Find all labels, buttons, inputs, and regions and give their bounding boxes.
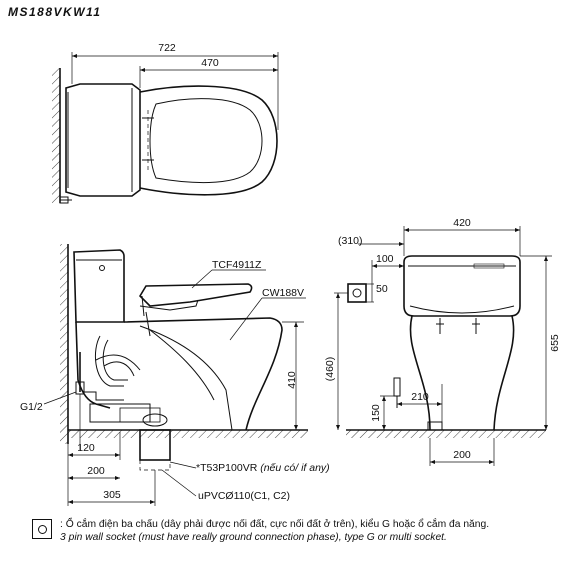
top-view: 722 470 xyxy=(52,42,279,204)
front-view: 420 (310) 100 50 655 (460) 150 xyxy=(324,217,561,466)
legend-en: 3 pin wall socket (must have really grou… xyxy=(60,532,447,543)
front-bowl-left xyxy=(409,315,431,431)
side-floor-hatch xyxy=(68,430,308,438)
dim-socket-height: (460) xyxy=(324,357,336,382)
side-view: 410 TCF4911Z CW188V G1/2 120 200 305 *T5… xyxy=(20,244,330,506)
front-socket-icon xyxy=(347,283,367,303)
side-bowl-outline xyxy=(123,317,283,431)
model-title: MS188VKW11 xyxy=(8,5,101,19)
legend: : Ổ cắm điện ba chấu (dây phải được nối … xyxy=(32,518,577,544)
label-seat-model: TCF4911Z xyxy=(212,259,262,271)
dim-base-width: 200 xyxy=(453,449,471,461)
front-bowl-right xyxy=(493,315,515,431)
dim-trap-offset: 200 xyxy=(87,465,105,477)
top-tank-outline xyxy=(65,83,141,197)
dim-supply-offset-front: 210 xyxy=(411,391,429,403)
wall-socket-icon xyxy=(32,519,52,539)
side-drain-pipe xyxy=(139,429,171,461)
front-lid xyxy=(403,255,521,317)
top-seat-outline xyxy=(139,85,278,196)
dim-front-total-height: 655 xyxy=(549,334,561,352)
front-floor-hatch xyxy=(346,430,546,438)
legend-text: : Ổ cắm điện ba chấu (dây phải được nối … xyxy=(60,518,489,544)
top-seat-opening xyxy=(149,98,263,184)
label-drain-pipe: uPVCØ110(C1, C2) xyxy=(198,490,290,502)
dim-overall-width: 722 xyxy=(158,42,176,54)
top-wall-hatch xyxy=(52,68,60,203)
dim-socket-offset: 100 xyxy=(376,253,394,265)
dim-seat-length: 470 xyxy=(201,57,219,69)
dim-supply-offset: 120 xyxy=(77,442,95,454)
dim-drain-offset: 305 xyxy=(103,489,121,501)
dim-supply-height: 150 xyxy=(370,404,382,422)
dim-front-width: 420 xyxy=(453,217,471,229)
side-tank-outline xyxy=(73,249,125,323)
dim-height: 410 xyxy=(286,371,298,389)
label-supply-thread: G1/2 xyxy=(20,401,43,413)
label-bowl-model: CW188V xyxy=(262,287,304,299)
side-seat-unit xyxy=(138,283,253,307)
legend-vi: : Ổ cắm điện ba chấu (dây phải được nối … xyxy=(60,519,490,530)
side-wall-hatch xyxy=(60,244,68,444)
dim-socket-size: 50 xyxy=(376,283,388,295)
dim-front-depth: (310) xyxy=(338,235,363,247)
label-trap: *T53P100VR (nếu có/ if any) xyxy=(196,462,330,474)
